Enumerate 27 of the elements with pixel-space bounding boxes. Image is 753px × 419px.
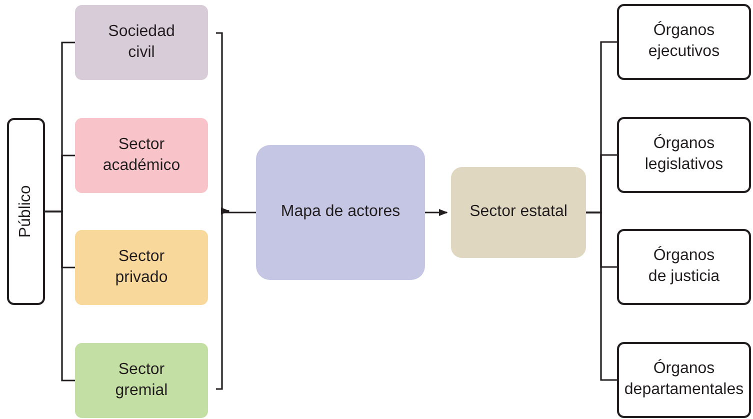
- arrow: [425, 208, 448, 216]
- box-label: Sector gremial: [114, 360, 169, 400]
- box-label: Órganos legislativos: [644, 134, 724, 175]
- box-label: Sector estatal: [470, 202, 568, 222]
- outlined-box: [617, 4, 751, 80]
- box-label: Mapa de actores: [280, 202, 400, 222]
- rounded-box: [451, 167, 586, 258]
- outlined-box: [617, 117, 751, 193]
- rounded-box: [75, 230, 208, 305]
- rounded-box: [256, 145, 425, 280]
- outlined-box: [617, 342, 751, 418]
- bracket: [215, 32, 229, 390]
- box-label: Órganos departamentales: [623, 359, 745, 400]
- box-label: Órganos ejecutivos: [647, 21, 721, 62]
- box-label: Sociedad civil: [107, 22, 176, 62]
- bracket-line: [586, 212, 617, 381]
- rounded-box: [75, 343, 208, 418]
- outlined-box: [617, 229, 751, 305]
- box-label: Público: [16, 185, 35, 238]
- box-label: Sector académico: [102, 134, 182, 176]
- rounded-box: [75, 118, 208, 193]
- rounded-box: [75, 5, 208, 80]
- box-label: Sector privado: [114, 246, 169, 288]
- outlined-box: [7, 118, 45, 305]
- arrow: [220, 207, 256, 215]
- bracket-line: [45, 210, 75, 382]
- box-label: Órganos de justicia: [647, 246, 721, 287]
